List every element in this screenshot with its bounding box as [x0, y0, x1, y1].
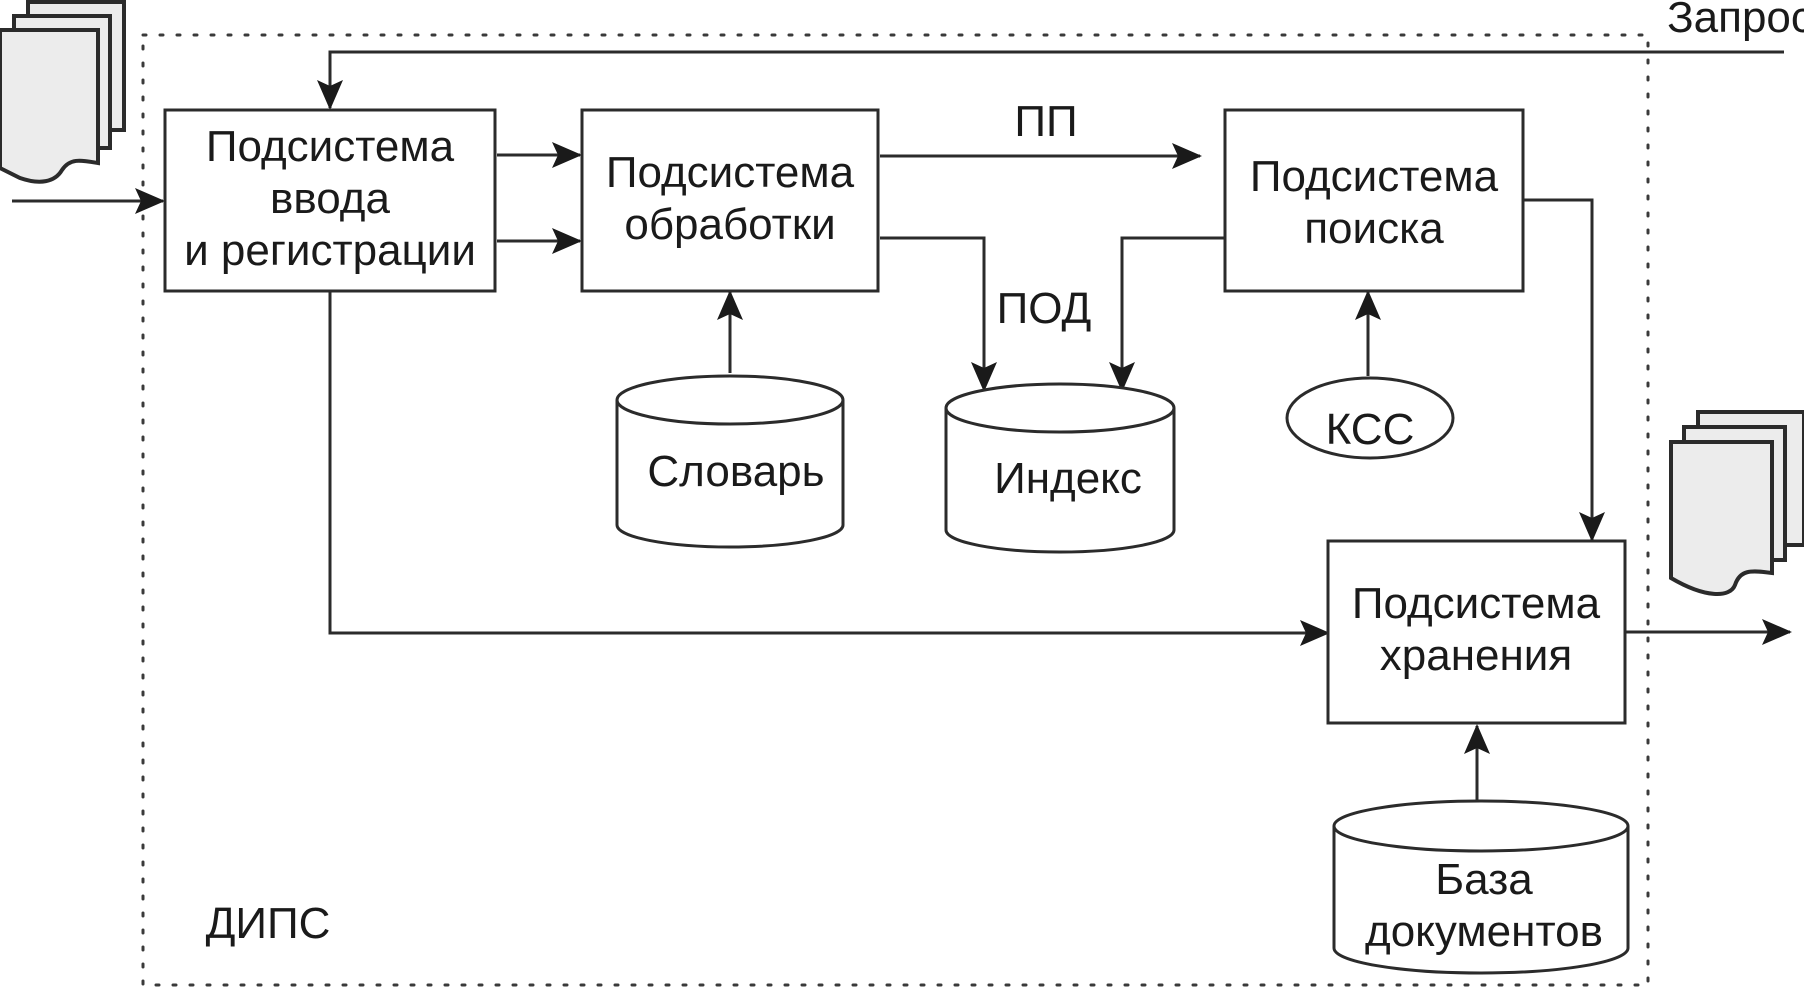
svg-text:документов: документов	[1365, 907, 1603, 956]
svg-text:Индекс: Индекс	[994, 454, 1142, 503]
svg-text:Словарь: Словарь	[647, 447, 824, 496]
svg-text:обработки: обработки	[624, 200, 835, 249]
edges	[12, 50, 1792, 808]
svg-text:ввода: ввода	[270, 174, 390, 223]
node-dictionary-database: Словарь	[615, 374, 845, 549]
node-input-subsystem: Подсистема ввода и регистрации	[163, 108, 497, 293]
edge-input-to-storage	[328, 292, 1330, 646]
input-documents-icon	[0, 0, 126, 184]
edge-label-pp: ПП	[1014, 97, 1077, 146]
node-index-database: Индекс	[944, 382, 1176, 554]
edge-label-pod: ПОД	[997, 284, 1092, 333]
svg-text:База: База	[1435, 855, 1533, 904]
svg-text:КСС: КСС	[1326, 405, 1415, 454]
svg-text:и регистрации: и регистрации	[184, 226, 476, 275]
system-boundary	[141, 33, 1650, 987]
svg-text:Подсистема: Подсистема	[606, 148, 855, 197]
node-storage-subsystem: Подсистема хранения	[1326, 539, 1627, 725]
system-label: ДИПС	[206, 899, 331, 948]
svg-text:Подсистема: Подсистема	[1352, 579, 1601, 628]
edge-request-to-input	[317, 50, 1784, 110]
svg-text:поиска: поиска	[1304, 204, 1444, 253]
output-documents-icon	[1669, 410, 1804, 597]
node-kss: КСС	[1285, 376, 1455, 460]
edge-processing-to-index	[880, 236, 997, 392]
node-search-subsystem: Подсистема поиска	[1223, 108, 1525, 293]
request-label: Запрос	[1667, 0, 1804, 42]
edge-search-to-index	[1109, 236, 1225, 392]
node-document-base-database: База документов	[1332, 799, 1630, 975]
edge-search-to-storage	[1523, 198, 1605, 542]
svg-text:Подсистема: Подсистема	[206, 122, 455, 171]
svg-text:хранения: хранения	[1380, 631, 1572, 680]
svg-text:Подсистема: Подсистема	[1250, 152, 1499, 201]
node-processing-subsystem: Подсистема обработки	[580, 108, 880, 293]
